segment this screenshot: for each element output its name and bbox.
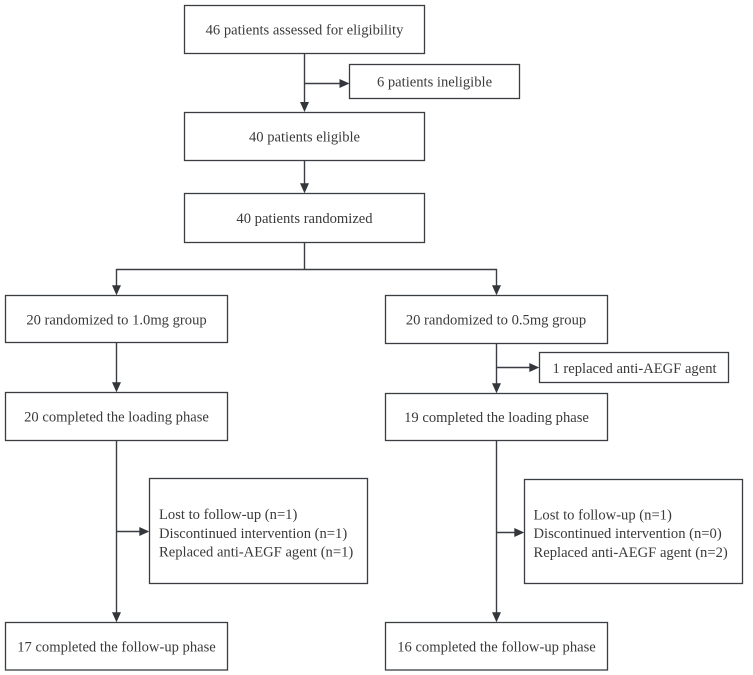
svg-text:1 replaced anti-AEGF agent: 1 replaced anti-AEGF agent (552, 361, 716, 377)
svg-text:19 completed the loading phase: 19 completed the loading phase (404, 410, 589, 426)
svg-text:Lost to follow-up (n=1): Lost to follow-up (n=1) (534, 507, 672, 523)
svg-text:17 completed the follow-up pha: 17 completed the follow-up phase (17, 640, 216, 656)
svg-text:20 completed the loading phase: 20 completed the loading phase (24, 410, 209, 426)
svg-text:Replaced anti-AEGF agent (n=2): Replaced anti-AEGF agent (n=2) (534, 545, 728, 561)
svg-text:20 randomized to 0.5mg group: 20 randomized to 0.5mg group (406, 313, 586, 329)
svg-text:Lost to follow-up (n=1): Lost to follow-up (n=1) (159, 507, 297, 523)
svg-text:Discontinued intervention (n=0: Discontinued intervention (n=0) (534, 526, 722, 542)
svg-text:6 patients ineligible: 6 patients ineligible (377, 75, 492, 91)
svg-text:16 completed the follow-up pha: 16 completed the follow-up phase (397, 640, 596, 656)
svg-text:Replaced anti-AEGF agent (n=1): Replaced anti-AEGF agent (n=1) (159, 545, 353, 561)
svg-text:20 randomized to 1.0mg group: 20 randomized to 1.0mg group (26, 313, 206, 329)
svg-text:40 patients eligible: 40 patients eligible (249, 130, 360, 146)
svg-text:Discontinued intervention (n=1: Discontinued intervention (n=1) (159, 526, 347, 542)
svg-text:46 patients assessed for eligi: 46 patients assessed for eligibility (206, 23, 404, 39)
svg-text:40 patients randomized: 40 patients randomized (236, 211, 373, 227)
